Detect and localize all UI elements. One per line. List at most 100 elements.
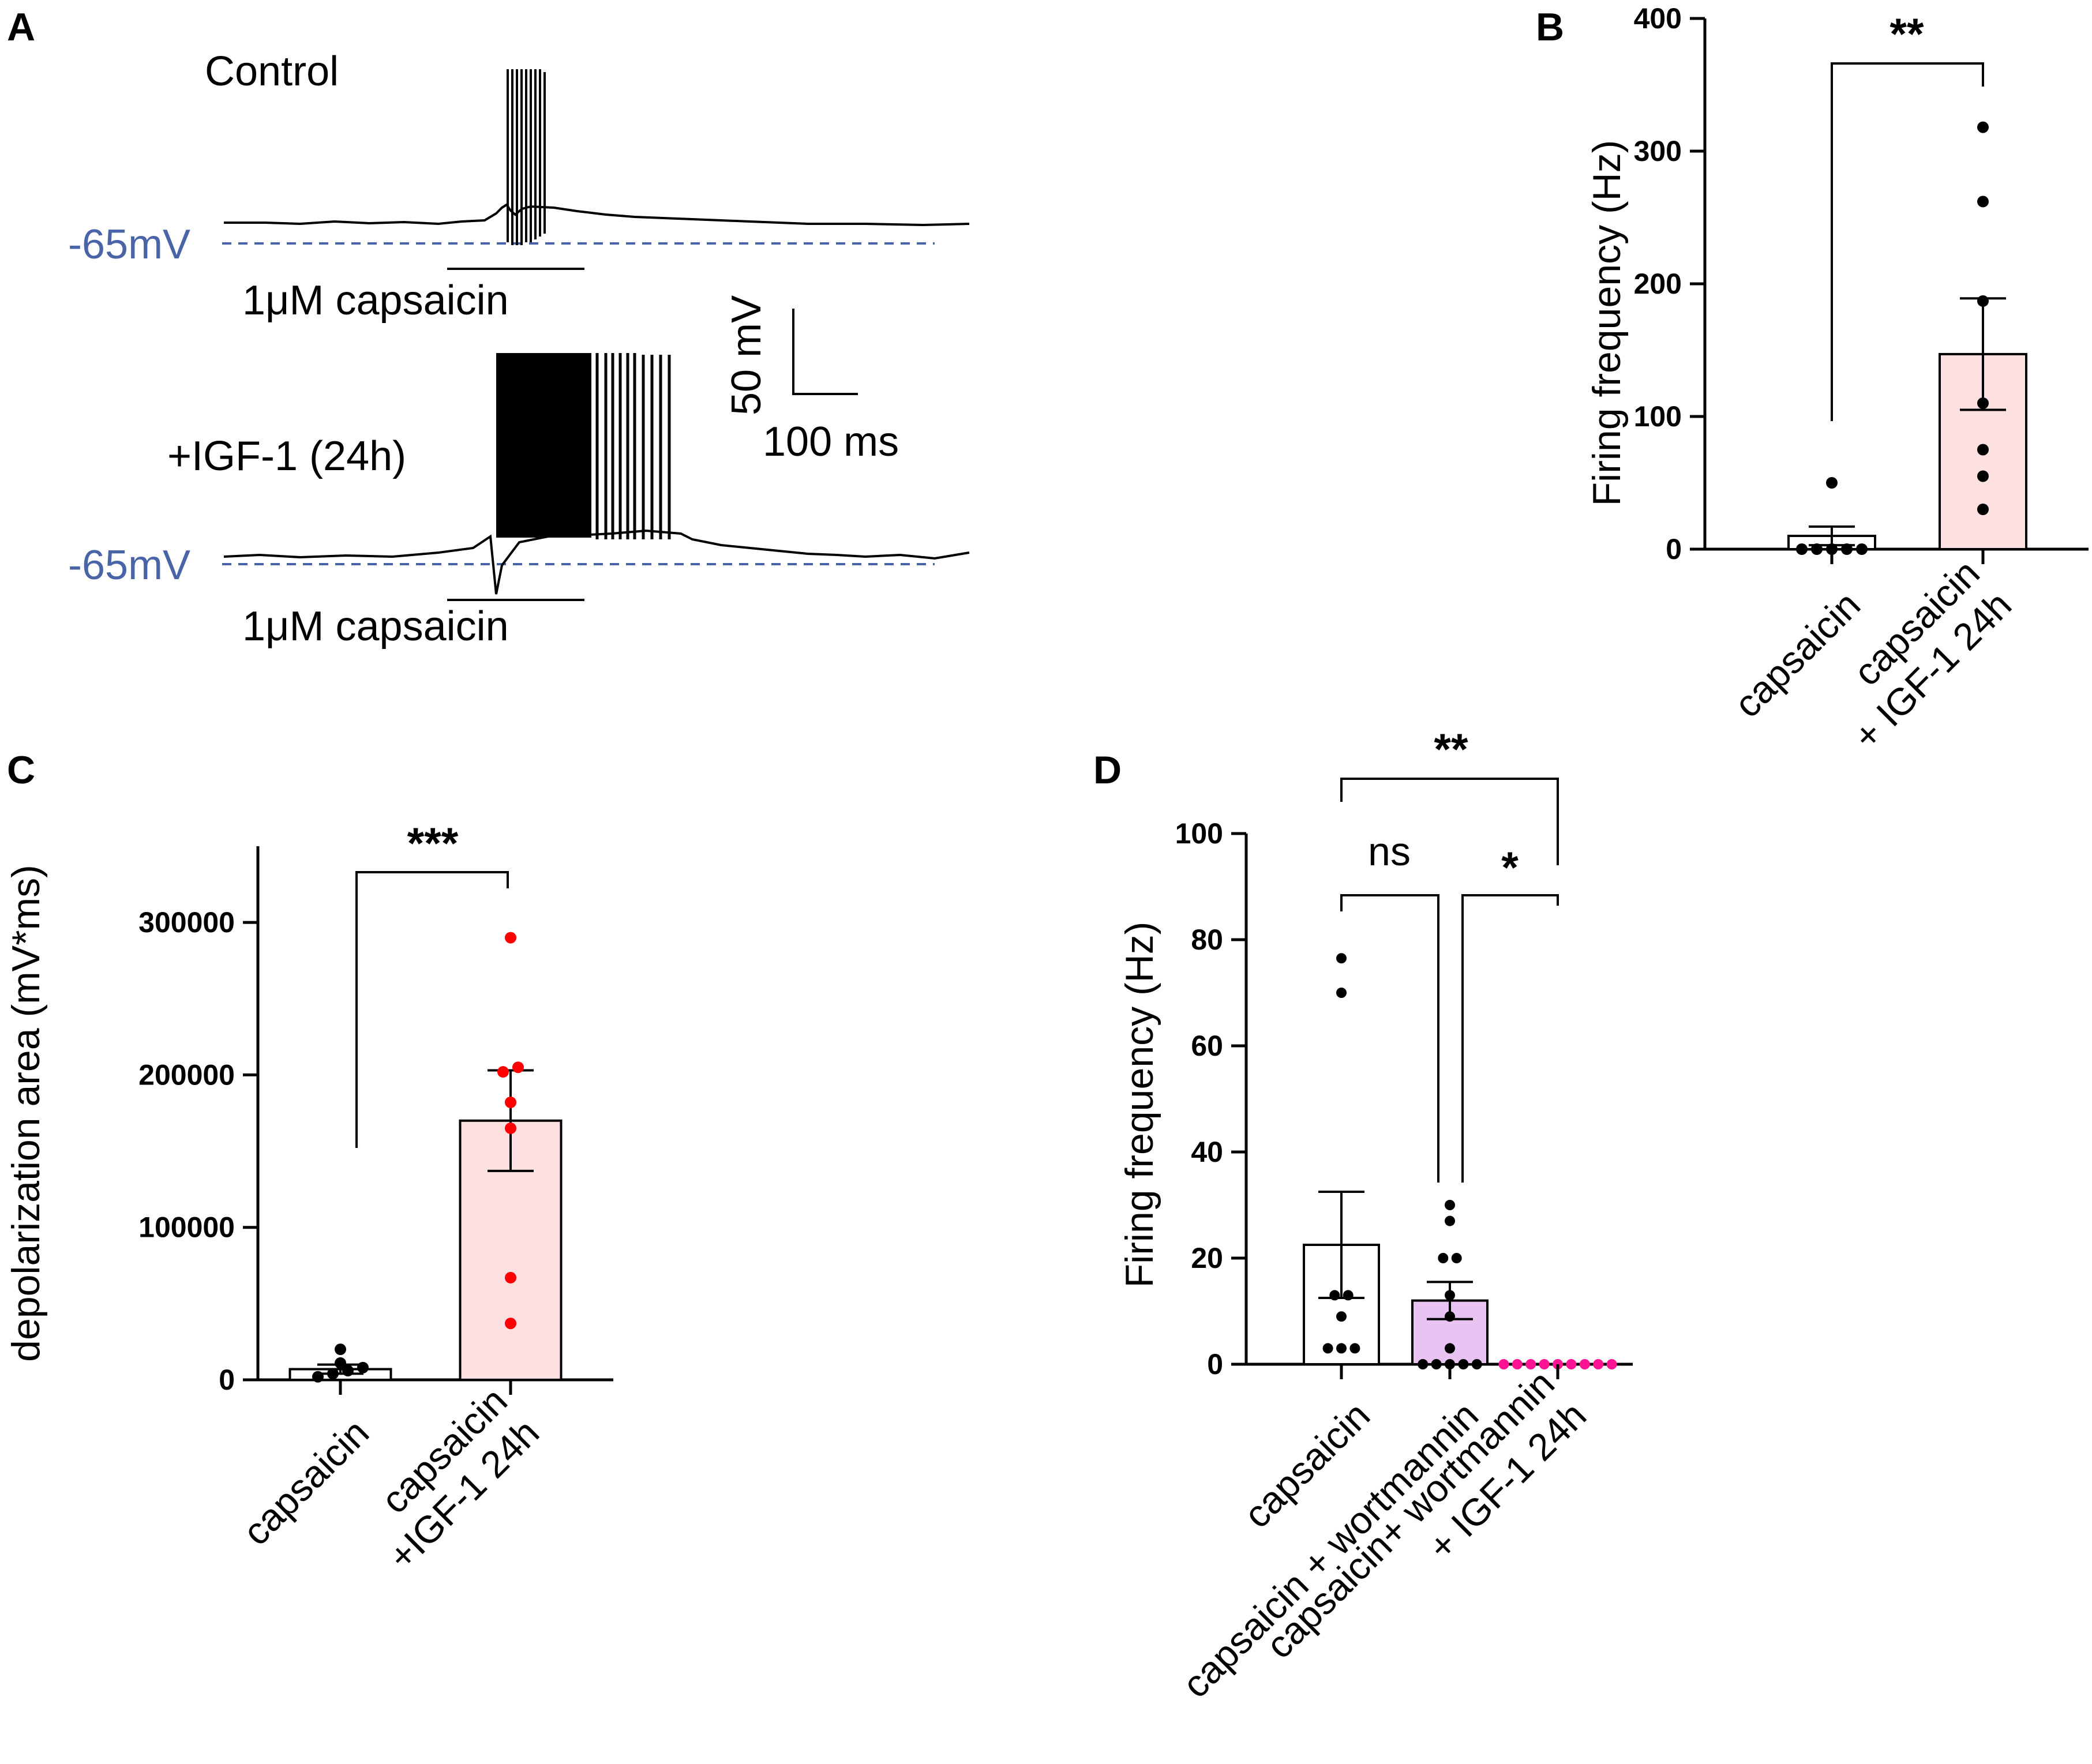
panel-d-data-point: [1349, 1343, 1360, 1354]
panel-d-y-tick-label: 100: [1175, 817, 1223, 850]
panel-a: A Control +IGF-1 (24h) -65mV -65mV 1μM c…: [7, 5, 970, 650]
baseline-label-bottom: -65mV: [68, 542, 190, 588]
panel-c-category-label: capsaicin: [234, 1411, 377, 1553]
scale-bar-time: 100 ms: [763, 419, 899, 465]
panel-c-sig-label: ***: [407, 819, 459, 868]
panel-b-data-point: [1977, 295, 1989, 307]
panel-d-data-point: [1445, 1215, 1455, 1226]
panel-d-data-point: [1418, 1359, 1429, 1369]
panel-b-data-point: [1841, 543, 1853, 555]
panel-c-y-tick-label: 300000: [138, 906, 235, 939]
panel-b-data-point: [1977, 121, 1989, 133]
panel-c-category-label-line: capsaicin: [234, 1411, 377, 1553]
panel-b-data-point: [1811, 543, 1823, 555]
control-trace: [224, 203, 970, 227]
panel-d-data-point: [1606, 1359, 1617, 1369]
panel-c-letter: C: [7, 748, 35, 792]
panel-c-data-point: [357, 1361, 369, 1373]
panel-b-data-point: [1826, 477, 1838, 489]
panel-c-data-point: [512, 1061, 524, 1074]
panel-d-data-point: [1445, 1343, 1455, 1354]
panel-d-letter: D: [1093, 748, 1122, 792]
panel-d-data-point: [1451, 1253, 1462, 1263]
panel-d-data-point: [1322, 1343, 1333, 1354]
panel-d-ylabel: Firing frequency (Hz): [1118, 922, 1161, 1288]
panel-d-sig-ns: ns: [1368, 829, 1411, 874]
panel-c: C depolarization area (mV*ms) 0100000200…: [4, 748, 613, 1578]
panel-c-ylabel: depolarization area (mV*ms): [4, 865, 48, 1362]
panel-c-data-point: [335, 1357, 346, 1369]
panel-d-data-point: [1438, 1253, 1449, 1263]
igf-burst: [496, 353, 591, 538]
igf-trace: [223, 529, 970, 595]
panel-d-data-point: [1329, 1290, 1340, 1301]
panel-b-y-tick-label: 0: [1666, 533, 1682, 565]
panel-d-data-point: [1539, 1359, 1550, 1369]
panel-d: D Firing frequency (Hz) 020406080100caps…: [1093, 725, 1633, 1706]
panel-c-data-point: [335, 1343, 346, 1356]
panel-b-data-point: [1977, 196, 1989, 208]
panel-d-data-point: [1336, 953, 1347, 964]
panel-d-data-point: [1343, 1290, 1354, 1301]
panel-c-data-point: [505, 1097, 516, 1108]
scale-bar: [792, 309, 858, 395]
panel-d-data-point: [1579, 1359, 1590, 1369]
panel-d-category-label-line: capsaicin+ wortmannin: [1258, 1362, 1562, 1667]
panel-c-data-point: [342, 1365, 354, 1377]
panel-d-data-point: [1445, 1290, 1455, 1301]
panel-d-y-tick-label: 60: [1191, 1030, 1223, 1062]
panel-d-data-point: [1498, 1359, 1509, 1369]
panel-c-data-point: [505, 1318, 516, 1330]
stim-label-top: 1μM capsaicin: [242, 277, 509, 324]
panel-d-data-point: [1512, 1359, 1523, 1369]
panel-c-data-point: [327, 1368, 339, 1380]
panel-b-y-tick-label: 400: [1634, 2, 1682, 35]
panel-b-data-point: [1977, 504, 1989, 515]
panel-c-data-point: [505, 1271, 516, 1283]
control-spikes: [507, 69, 546, 245]
panel-b-category-label: capsaicin: [1726, 583, 1868, 726]
panel-b-ylabel: Firing frequency (Hz): [1585, 140, 1629, 506]
panel-c-sig-bracket: [355, 871, 509, 1148]
panel-c-plot: 0100000200000300000capsaicincapsaicin+IG…: [138, 846, 613, 1578]
panel-b-category-label: capsaicin+ IGF-1 24h: [1813, 551, 2019, 758]
panel-d-sig-bracket-outer: [1340, 778, 1559, 865]
panel-d-sig-star: *: [1501, 843, 1519, 892]
panel-d-data-point: [1593, 1359, 1604, 1369]
panel-c-data-point: [505, 1122, 516, 1134]
panel-c-y-tick-label: 100000: [138, 1211, 235, 1244]
panel-b-letter: B: [1536, 5, 1564, 49]
panel-d-category-label: capsaicin+ wortmannin+ IGF-1 24h: [1258, 1362, 1594, 1698]
panel-d-data-point: [1445, 1200, 1455, 1210]
panel-d-data-point: [1431, 1359, 1442, 1369]
panel-c-data-point: [497, 1066, 509, 1078]
panel-c-y-tick-label: 200000: [138, 1059, 235, 1091]
panel-d-data-point: [1336, 988, 1347, 998]
panel-b-data-point: [1977, 444, 1989, 456]
panel-b-sig-label: **: [1889, 10, 1924, 59]
panel-d-y-tick-label: 20: [1191, 1242, 1223, 1274]
panel-d-data-point: [1445, 1311, 1455, 1322]
control-label: Control: [205, 48, 339, 95]
panel-b-sig-bracket: [1831, 62, 1984, 421]
panel-d-data-point: [1458, 1359, 1469, 1369]
panel-b: B Firing frequency (Hz) 0100200300400cap…: [1536, 2, 2089, 758]
panel-d-y-tick-label: 40: [1191, 1136, 1223, 1168]
scale-bar-voltage: 50 mV: [723, 295, 770, 415]
panel-c-category-label: capsaicin+IGF-1 24h: [348, 1379, 547, 1578]
panel-d-data-point: [1336, 1311, 1347, 1322]
panel-c-data-point: [505, 932, 516, 944]
panel-b-y-tick-label: 300: [1634, 135, 1682, 167]
panel-d-y-tick-label: 0: [1207, 1348, 1223, 1380]
panel-a-letter: A: [7, 5, 35, 49]
panel-c-data-point: [312, 1371, 324, 1383]
igf-label: +IGF-1 (24h): [167, 433, 406, 479]
panel-d-data-point: [1471, 1359, 1482, 1369]
panel-d-data-point: [1336, 1343, 1347, 1354]
panel-b-data-point: [1977, 470, 1989, 482]
panel-d-data-point: [1525, 1359, 1536, 1369]
panel-b-data-point: [1796, 543, 1808, 555]
igf-spikes: [595, 353, 671, 539]
